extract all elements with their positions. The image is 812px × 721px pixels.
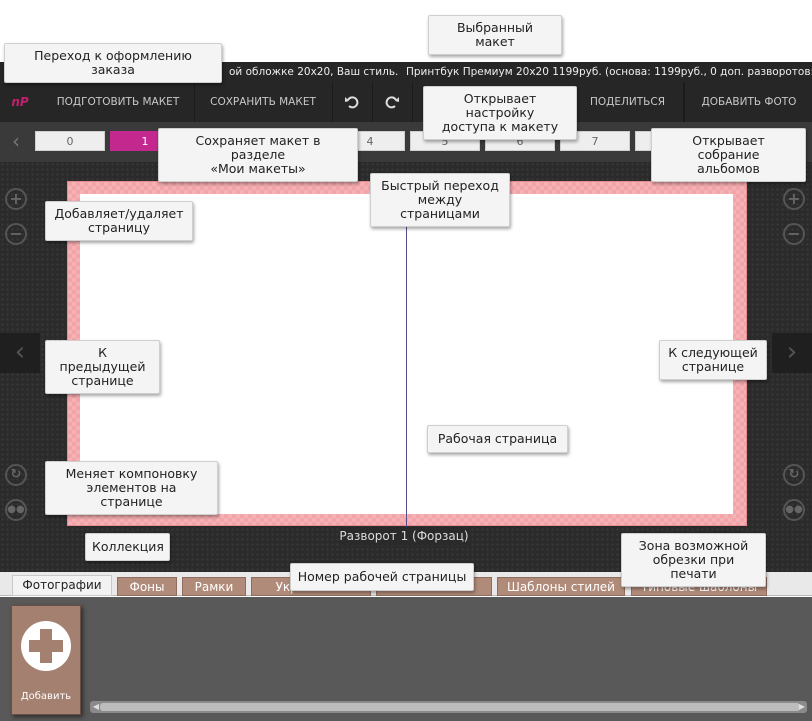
callout-trim-zone: Зона возможной обрезки при печати <box>621 533 766 587</box>
callout-selected-layout: Выбранный макет <box>428 15 562 55</box>
add-photo-label: Добавить <box>20 691 72 702</box>
redo-icon <box>385 96 399 109</box>
page-tab-0[interactable]: 0 <box>35 131 105 151</box>
remove-page-right-button[interactable]: − <box>783 223 805 245</box>
cover-info-text: ой обложке 20x20, Ваш стиль. <box>229 66 399 78</box>
scroll-right-icon[interactable]: ▶ <box>798 702 806 711</box>
layout-toggle-left-button[interactable]: ●● <box>5 499 27 521</box>
undo-button[interactable] <box>332 82 373 122</box>
tab-frames[interactable]: Рамки <box>182 577 246 596</box>
next-page-button[interactable]: › <box>772 333 812 373</box>
callout-order: Переход к оформлению заказа <box>4 43 222 83</box>
add-plus-icon <box>21 621 71 671</box>
tab-backgrounds[interactable]: Фоны <box>117 577 177 596</box>
share-button[interactable]: ПОДЕЛИТЬСЯ <box>412 82 684 122</box>
callout-albums: Открывает собрание альбомов <box>651 128 806 182</box>
callout-page-number: Номер рабочей страницы <box>290 563 474 591</box>
shuffle-layout-left-button[interactable]: ↻ <box>5 464 27 486</box>
app-logo[interactable]: nP <box>11 95 29 109</box>
tray-scrollbar-thumb[interactable] <box>100 703 800 711</box>
callout-prev-page: К предыдущей странице <box>45 340 160 394</box>
remove-page-left-button[interactable]: − <box>5 223 27 245</box>
shuffle-layout-right-button[interactable]: ↻ <box>783 464 805 486</box>
main-toolbar: nP ПОДГОТОВИТЬ МАКЕТ СОХРАНИТЬ МАКЕТ ПОД… <box>0 82 812 122</box>
add-page-left-button[interactable]: + <box>5 188 27 210</box>
spread-fold-line <box>406 182 407 527</box>
page-tab-7[interactable]: 7 <box>560 131 630 151</box>
redo-button[interactable] <box>372 82 413 122</box>
scroll-left-icon[interactable]: ◀ <box>92 702 100 711</box>
tab-photos[interactable]: Фотографии <box>12 575 112 596</box>
layout-toggle-right-button[interactable]: ●● <box>783 499 805 521</box>
spread-label: Разворот 1 (Форзац) <box>339 527 469 545</box>
callout-next-page: К следующей странице <box>659 340 767 380</box>
callout-quick-nav: Быстрый переход между страницами <box>370 173 510 227</box>
prepare-layout-button[interactable]: ПОДГОТОВИТЬ МАКЕТ <box>42 82 195 122</box>
add-page-right-button[interactable]: + <box>783 188 805 210</box>
prev-page-button[interactable]: ‹ <box>0 333 40 373</box>
callout-share-settings: Открывает настройку доступа к макету <box>423 86 577 140</box>
callout-layout-change: Меняет компоновку элементов на странице <box>45 461 218 515</box>
add-photo-button[interactable]: ДОБАВИТЬ ФОТО <box>684 82 812 122</box>
callout-add-remove-page: Добавляет/удаляет страницу <box>45 201 193 241</box>
product-info-text: Принтбук Премиум 20x20 1199руб. (основа:… <box>406 66 812 78</box>
pages-scroll-left-icon[interactable]: ‹ <box>12 129 20 153</box>
callout-save-layout: Сохраняет макет в разделе «Мои макеты» <box>158 128 358 182</box>
photo-tray: Добавить ◀ ▶ <box>0 597 812 721</box>
tab-style-templates[interactable]: Шаблоны стилей <box>497 577 625 596</box>
save-layout-button[interactable]: СОХРАНИТЬ МАКЕТ <box>194 82 333 122</box>
undo-icon <box>345 96 359 109</box>
callout-collection: Коллекция <box>85 533 170 561</box>
callout-work-page: Рабочая страница <box>427 425 568 453</box>
add-photo-card[interactable]: Добавить <box>11 605 81 715</box>
